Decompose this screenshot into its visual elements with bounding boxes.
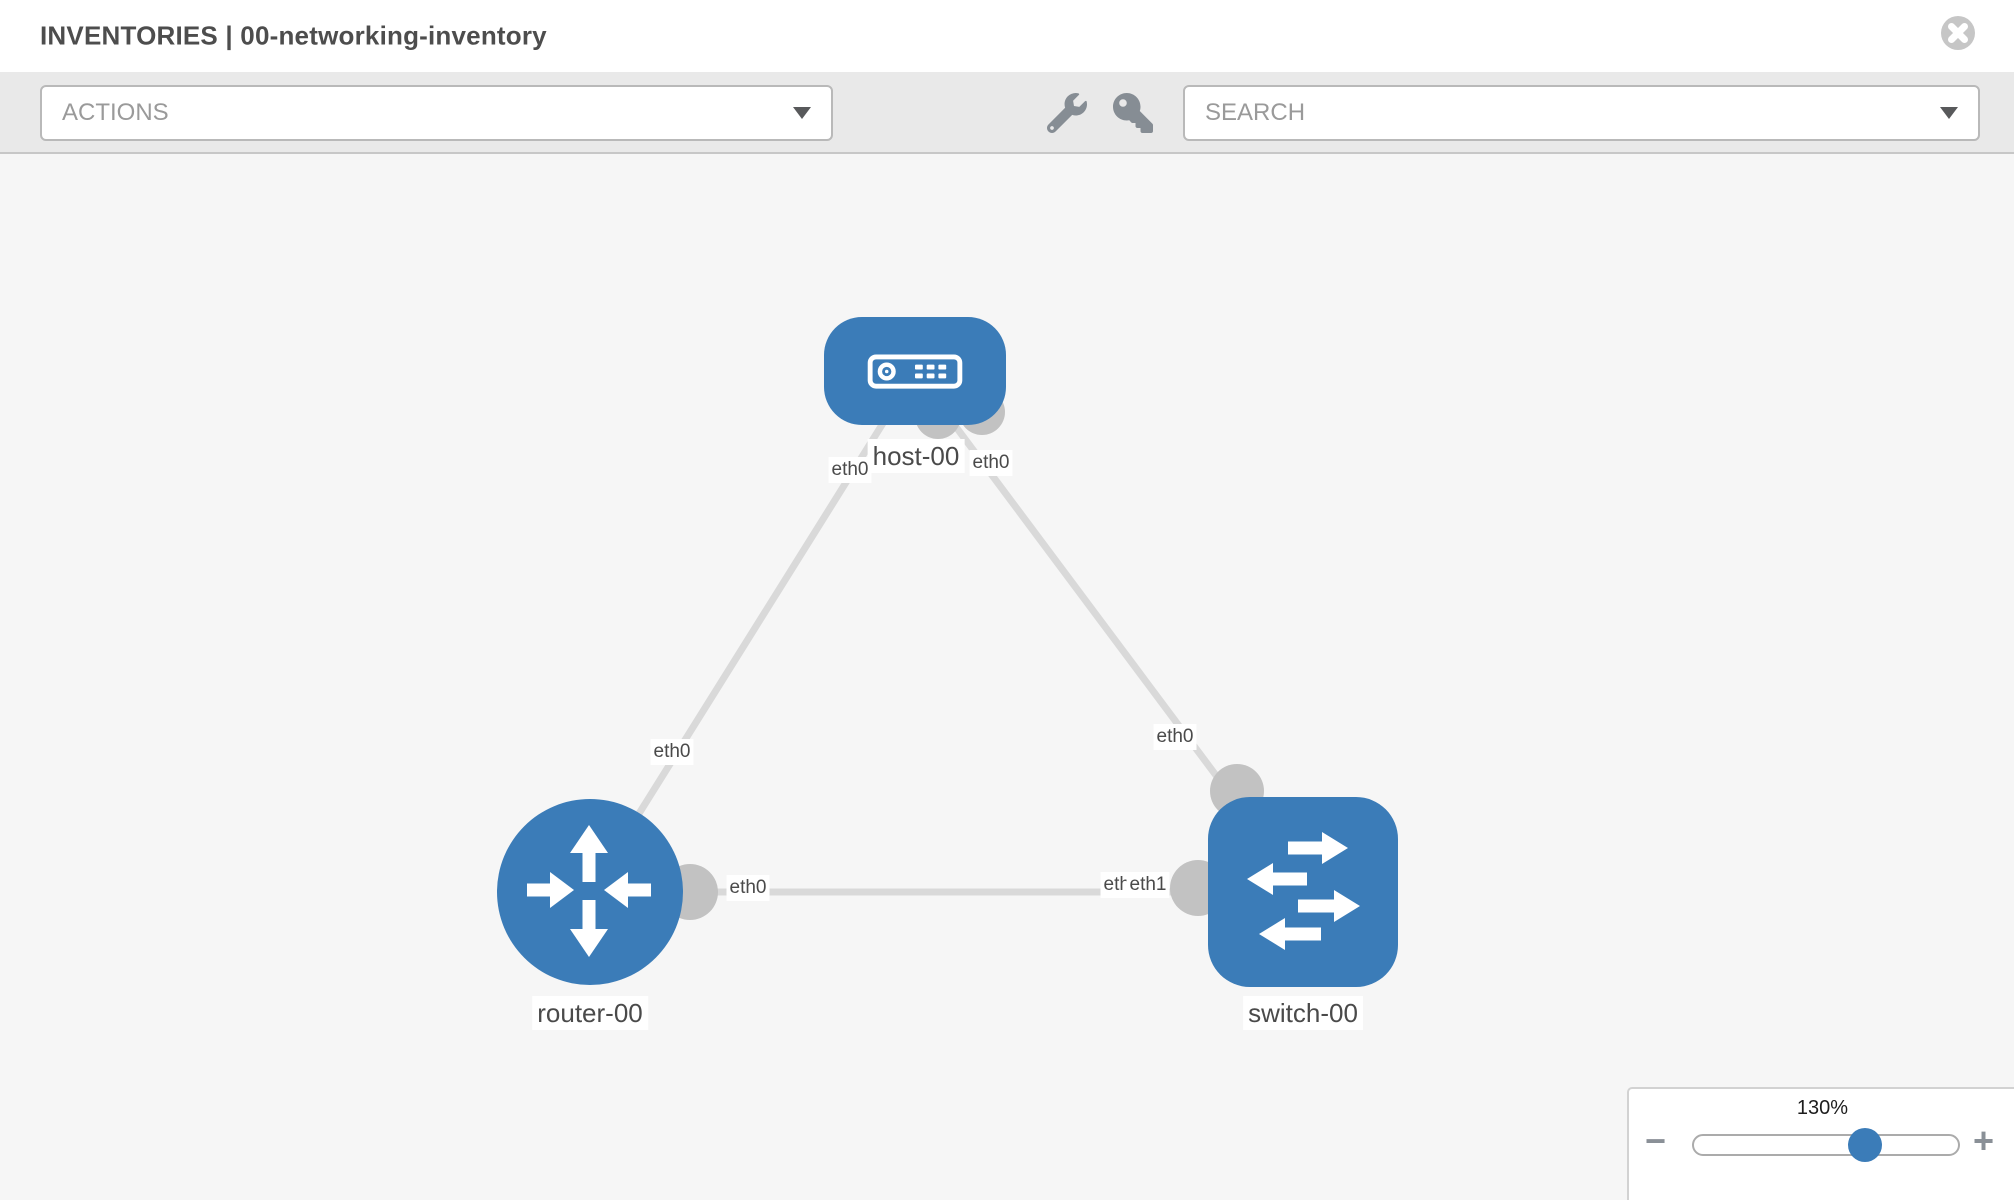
key-icon [1113,93,1153,133]
close-button[interactable] [1941,16,1975,50]
interface-label-router-eth0-right: eth0 [726,875,770,901]
zoom-out-button[interactable]: − [1645,1120,1667,1161]
interface-label-switch-eth1: eth1 [1126,872,1170,898]
topology-canvas[interactable]: host-00 router-00 switch-00 eth0 eth0 et… [0,154,2014,1200]
close-icon [1941,16,1975,50]
zoom-slider-track[interactable] [1692,1134,1960,1156]
credentials-button[interactable] [1109,89,1157,137]
zoom-in-button[interactable]: + [1973,1120,1995,1161]
chevron-down-icon [793,107,811,119]
links-layer [587,369,1306,920]
zoom-slider-handle[interactable] [1848,1128,1882,1162]
switch-icon [1247,832,1360,950]
actions-dropdown-label: ACTIONS [62,99,169,126]
node-label-router-00: router-00 [532,996,648,1030]
search-placeholder: SEARCH [1205,99,1306,126]
interface-label-router-eth0-up: eth0 [650,739,694,765]
interface-label-host-eth0-left: eth0 [828,457,872,483]
configure-button[interactable] [1043,89,1091,137]
actions-dropdown[interactable]: ACTIONS [40,85,833,141]
chevron-down-icon [1940,107,1958,119]
node-switch-00[interactable] [1208,797,1398,987]
header: INVENTORIES | 00-networking-inventory [0,0,2014,72]
node-label-switch-00: switch-00 [1243,996,1363,1030]
zoom-control-panel: 130% − + [1627,1087,2014,1200]
node-label-host-00: host-00 [867,439,965,473]
node-host-00[interactable] [824,317,1006,425]
wrench-icon [1046,93,1087,134]
router-icon [527,825,651,957]
search-dropdown[interactable]: SEARCH [1183,85,1980,141]
interface-label-host-eth0-right: eth0 [969,450,1013,476]
zoom-level: 130% [1796,1097,1849,1119]
host-icon [867,353,963,389]
page-title: INVENTORIES | 00-networking-inventory [40,20,547,51]
node-router-00[interactable] [497,799,683,985]
toolbar: ACTIONS SEARCH [0,72,2014,154]
interface-label-switch-eth0-up: eth0 [1153,724,1197,750]
